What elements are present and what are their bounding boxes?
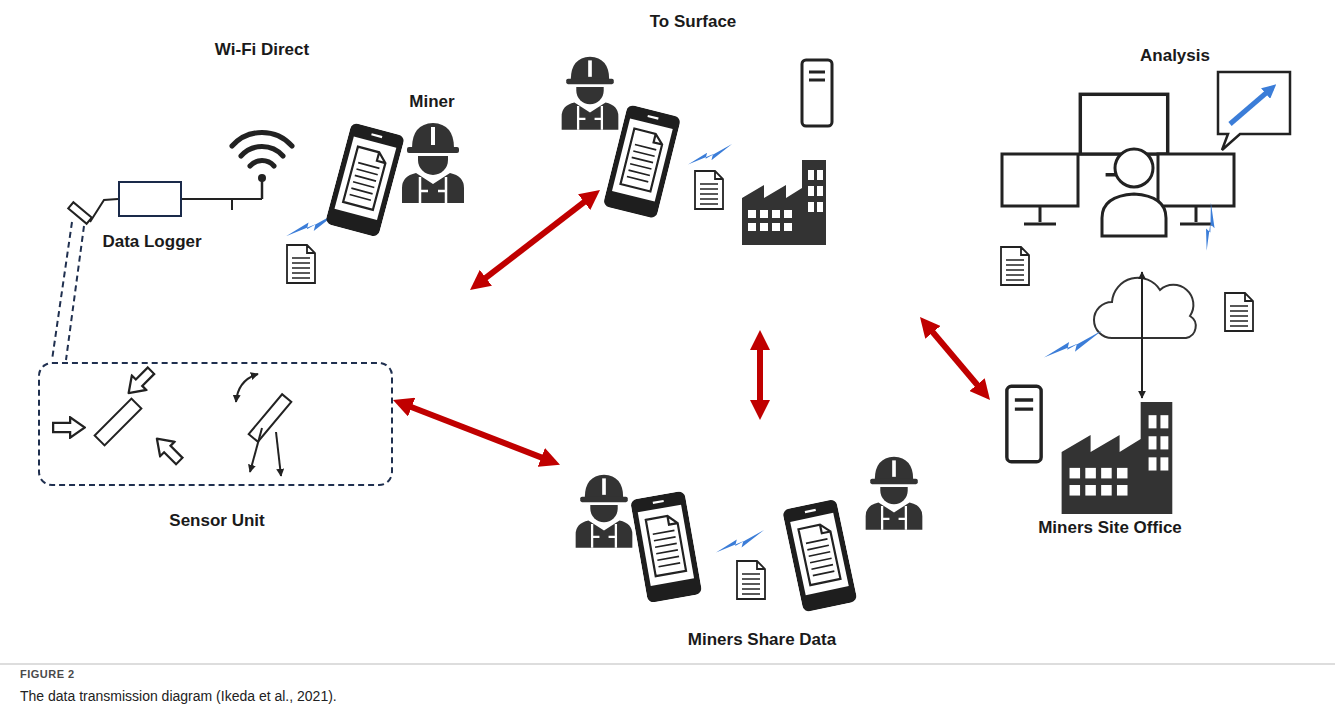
double-arrow [929, 328, 981, 389]
wireless-bolt [1189, 202, 1229, 250]
miner-icon [576, 475, 633, 548]
monitor-icon [1002, 154, 1078, 224]
data-file [287, 245, 315, 283]
miner-icon [866, 457, 923, 530]
data-file [1001, 247, 1029, 285]
sensor-unit-box: Sensor Unit [38, 362, 393, 486]
figure-caption: The data transmission diagram (Ikeda et … [20, 688, 337, 704]
double-arrow [406, 405, 547, 460]
building-icon [1062, 402, 1173, 514]
frame-line [0, 664, 1335, 665]
building-icon [742, 160, 826, 245]
smartphone [630, 491, 702, 603]
server-icon [1007, 386, 1041, 461]
share-group: Miners Share Data [560, 420, 960, 655]
analysis-label: Analysis [1140, 46, 1210, 66]
node-label: Miner [409, 92, 454, 112]
sensor-symbols [53, 363, 291, 476]
server-icon [802, 60, 832, 126]
miner-icon [562, 57, 619, 130]
node-label: Data Logger [102, 232, 201, 252]
wireless-bolt [688, 144, 732, 165]
node-label: Sensor Unit [169, 511, 264, 531]
wifi-label: Wi-Fi Direct [215, 40, 309, 60]
wireless-bolt [1044, 331, 1102, 358]
data-file [1225, 293, 1253, 331]
data-file [695, 171, 723, 209]
double-arrow [757, 344, 763, 406]
monitor-icon [1158, 154, 1234, 224]
smartphone [782, 499, 858, 613]
data-file [737, 561, 765, 599]
analyst-icon [1102, 149, 1166, 236]
smartphone [603, 104, 682, 219]
surface-group: To Surface [600, 8, 920, 330]
site-office-group: Miners Site Office [990, 230, 1250, 540]
sensor-probe [52, 199, 118, 360]
node-label: Miners Share Data [688, 630, 836, 650]
data-logger-box: Data Logger [118, 181, 182, 217]
wireless-bolt [716, 530, 764, 552]
wifi-symbol [232, 132, 292, 166]
chart-bubble [1218, 72, 1290, 150]
miner-icon [402, 123, 464, 203]
node-label: Miners Site Office [1038, 518, 1182, 538]
miner-group: Miner [330, 40, 470, 290]
antenna-wire [182, 174, 266, 210]
node-label: To Surface [650, 12, 737, 32]
smartphone [325, 122, 405, 237]
double-arrow [481, 198, 589, 281]
cloud-icon [1094, 272, 1196, 398]
figure-number: FIGURE 2 [20, 668, 75, 681]
